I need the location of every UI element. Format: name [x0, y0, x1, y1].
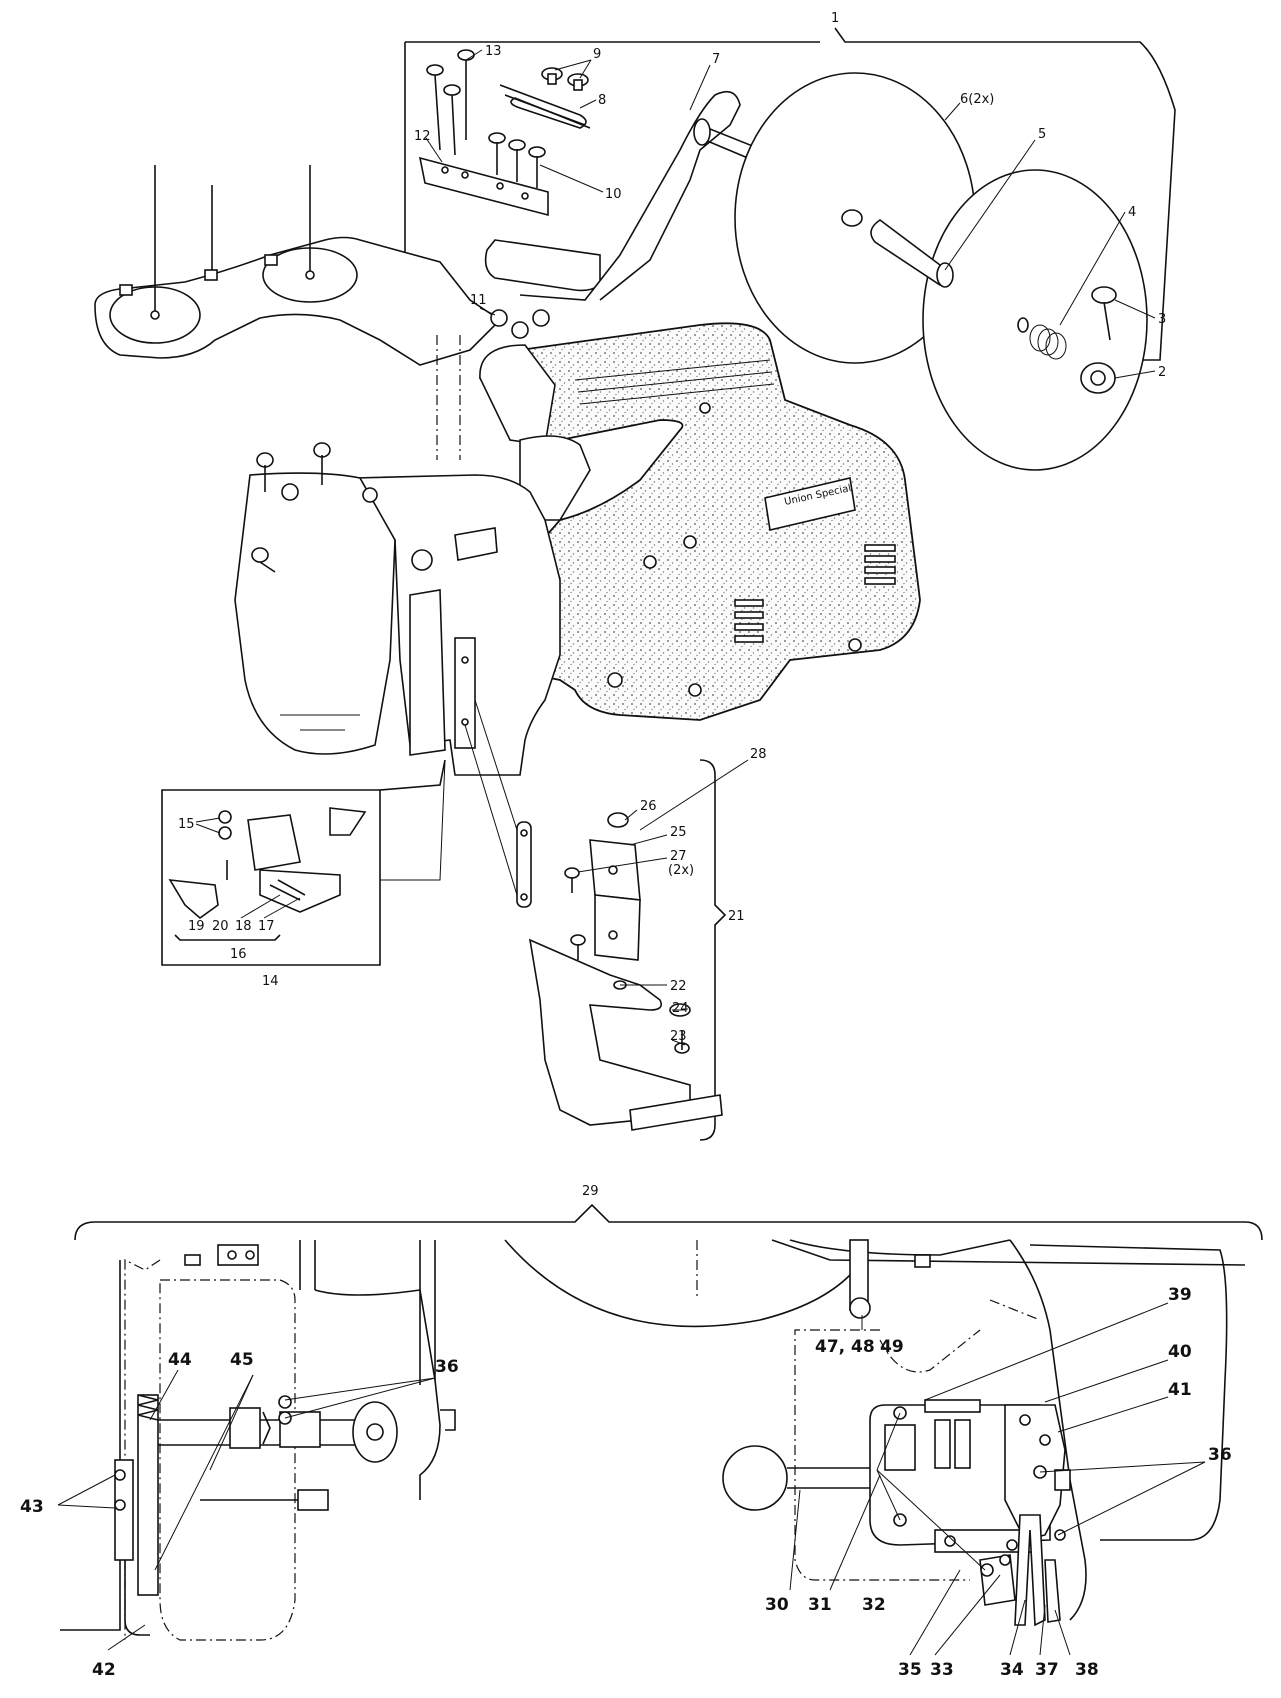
- spring-4: [1017, 317, 1067, 360]
- thread-guide-8: [499, 84, 591, 129]
- upper-exploded-view: 1: [94, 11, 1176, 1141]
- leader-lines: [425, 49, 1156, 1046]
- label-28: 28: [750, 747, 767, 762]
- label-2: 2: [1158, 365, 1166, 380]
- spool-core-5: [870, 219, 954, 288]
- label-33: 33: [930, 1660, 954, 1680]
- label-1: 1: [831, 11, 839, 26]
- guide-plate: [484, 239, 601, 292]
- label-18: 18: [235, 919, 252, 934]
- label-44: 44: [168, 1350, 192, 1370]
- label-5: 5: [1038, 127, 1046, 142]
- label-36-left: 36: [435, 1357, 459, 1377]
- label-10: 10: [605, 187, 622, 202]
- nuts-11: [490, 309, 550, 339]
- label-47-48: 47, 48: [815, 1337, 875, 1357]
- label-29: 29: [582, 1184, 599, 1199]
- detail-section-29: 29: [20, 1184, 1263, 1680]
- label-49: 49: [880, 1337, 904, 1357]
- label-40: 40: [1168, 1342, 1192, 1362]
- label-31: 31: [808, 1595, 832, 1615]
- label-19: 19: [188, 919, 205, 934]
- label-41: 41: [1168, 1380, 1192, 1400]
- label-38: 38: [1075, 1660, 1099, 1680]
- left-detail-view: 44 45 36 43 42: [20, 1240, 459, 1680]
- machine-head: [234, 335, 561, 776]
- assembly-21: 21: [464, 699, 745, 1141]
- label-32: 32: [862, 1595, 886, 1615]
- label-30: 30: [765, 1595, 789, 1615]
- label-17: 17: [258, 919, 275, 934]
- assembly-14: 14 16 15 19 20 18 17: [161, 759, 446, 989]
- label-22: 22: [670, 979, 687, 994]
- screws-10: [488, 132, 546, 188]
- label-15: 15: [178, 817, 195, 832]
- right-detail-view: 47, 48 49 39 40 41 36 30 31 32 35 33 34 …: [504, 1239, 1246, 1680]
- section-29-brace: [74, 1203, 1263, 1241]
- nuts-9: [541, 67, 589, 91]
- label-36-right: 36: [1208, 1445, 1232, 1465]
- label-9: 9: [593, 47, 601, 62]
- label-4: 4: [1128, 205, 1136, 220]
- label-20: 20: [212, 919, 229, 934]
- label-21: 21: [728, 909, 745, 924]
- label-42: 42: [92, 1660, 116, 1680]
- label-23: 23: [670, 1029, 687, 1044]
- label-14: 14: [262, 974, 279, 989]
- spool-disk-6: [734, 72, 1148, 471]
- label-7: 7: [712, 52, 720, 67]
- label-43: 43: [20, 1497, 44, 1517]
- knob-3: [1091, 286, 1117, 341]
- label-45: 45: [230, 1350, 254, 1370]
- label-37: 37: [1035, 1660, 1059, 1680]
- label-16: 16: [230, 947, 247, 962]
- label-24: 24: [672, 1001, 689, 1016]
- label-6: 6(2x): [960, 92, 994, 107]
- label-27-count: (2x): [668, 863, 694, 878]
- label-13: 13: [485, 44, 502, 59]
- label-27: 27: [670, 849, 687, 864]
- machine-body: Union Special: [479, 322, 921, 721]
- label-25: 25: [670, 825, 687, 840]
- label-11: 11: [470, 293, 487, 308]
- label-34: 34: [1000, 1660, 1024, 1680]
- label-39: 39: [1168, 1285, 1192, 1305]
- screws-13: [426, 49, 475, 156]
- thread-stand: [94, 165, 502, 366]
- label-26: 26: [640, 799, 657, 814]
- tension-plate-12: [418, 156, 549, 217]
- label-35: 35: [898, 1660, 922, 1680]
- label-3: 3: [1158, 312, 1166, 327]
- label-8: 8: [598, 93, 606, 108]
- collar-2: [1080, 362, 1116, 394]
- label-12: 12: [414, 129, 431, 144]
- assembly-1-bracket: [405, 27, 1176, 373]
